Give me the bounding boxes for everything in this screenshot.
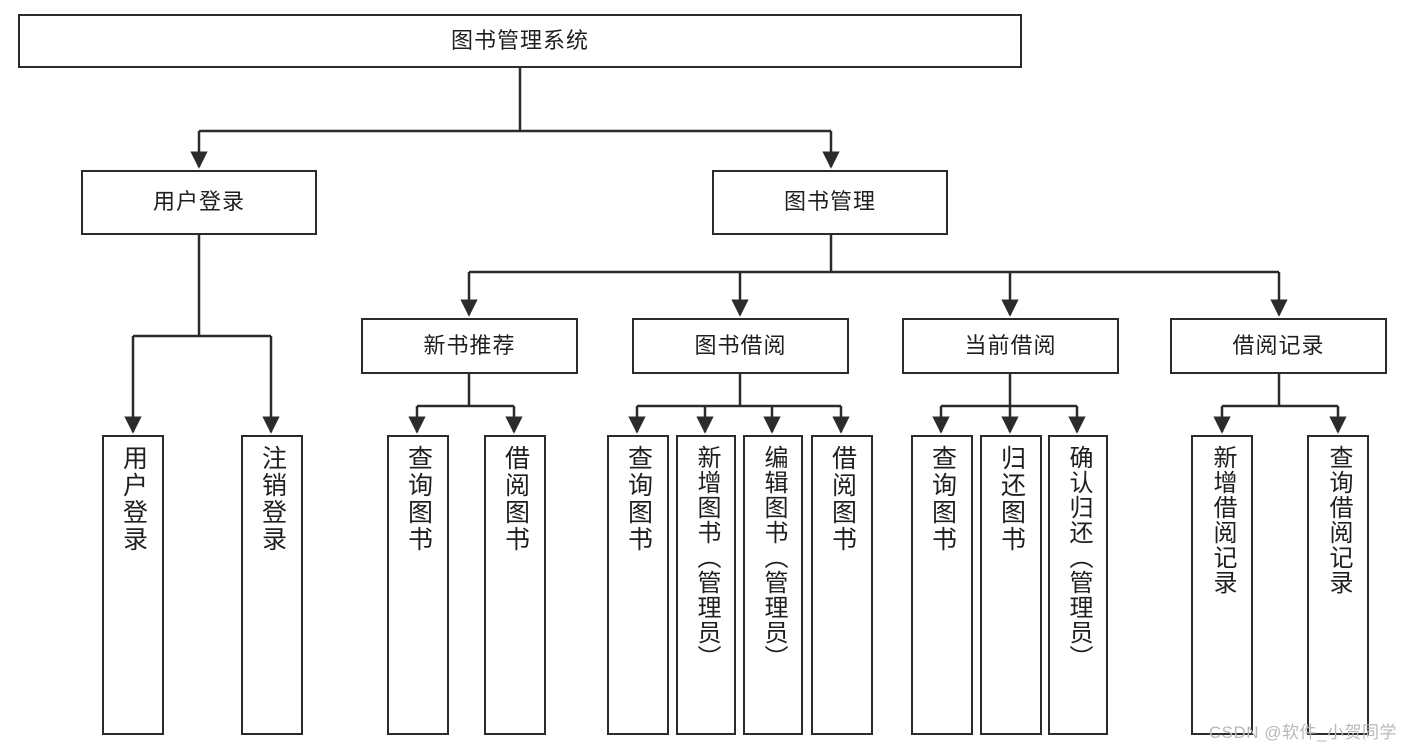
node-book-borrow-label: 图书借阅 — [694, 332, 787, 358]
leaf-user-login-label: 用户登录 — [119, 445, 148, 553]
node-borrow-record[interactable]: 借阅记录 — [1170, 318, 1387, 374]
node-book-borrow[interactable]: 图书借阅 — [632, 318, 849, 374]
leaf-edit-book-admin-label: 编辑图书（管理员） — [760, 445, 787, 670]
leaf-borrow-book-borrow-label: 借阅图书 — [828, 445, 857, 553]
leaf-query-book-current[interactable]: 查询图书 — [911, 435, 973, 735]
node-root-label: 图书管理系统 — [450, 27, 589, 53]
leaf-borrow-book-recommend-label: 借阅图书 — [501, 445, 530, 553]
leaf-query-borrow-record-label: 查询借阅记录 — [1325, 445, 1352, 595]
leaf-query-book-current-label: 查询图书 — [928, 445, 957, 553]
node-new-book-recommend-label: 新书推荐 — [423, 332, 516, 358]
leaf-query-book-recommend[interactable]: 查询图书 — [387, 435, 449, 735]
node-new-book-recommend[interactable]: 新书推荐 — [361, 318, 578, 374]
leaf-query-book-borrow-label: 查询图书 — [624, 445, 653, 553]
node-user-login-label: 用户登录 — [152, 189, 245, 215]
node-book-management[interactable]: 图书管理 — [712, 170, 948, 235]
leaf-query-borrow-record[interactable]: 查询借阅记录 — [1307, 435, 1369, 735]
leaf-edit-book-admin[interactable]: 编辑图书（管理员） — [743, 435, 803, 735]
node-current-borrow-label: 当前借阅 — [964, 332, 1057, 358]
leaf-user-login[interactable]: 用户登录 — [102, 435, 164, 735]
leaf-add-borrow-record[interactable]: 新增借阅记录 — [1191, 435, 1253, 735]
leaf-return-book-label: 归还图书 — [997, 445, 1026, 553]
node-root[interactable]: 图书管理系统 — [18, 14, 1022, 68]
leaf-query-book-recommend-label: 查询图书 — [404, 445, 433, 553]
leaf-logout-label: 注销登录 — [258, 445, 287, 553]
leaf-query-book-borrow[interactable]: 查询图书 — [607, 435, 669, 735]
node-book-management-label: 图书管理 — [783, 189, 876, 215]
leaf-confirm-return-admin-label: 确认归还（管理员） — [1065, 445, 1092, 670]
leaf-logout[interactable]: 注销登录 — [241, 435, 303, 735]
leaf-add-book-admin-label: 新增图书（管理员） — [693, 445, 720, 670]
node-borrow-record-label: 借阅记录 — [1232, 332, 1325, 358]
leaf-return-book[interactable]: 归还图书 — [980, 435, 1042, 735]
leaf-confirm-return-admin[interactable]: 确认归还（管理员） — [1048, 435, 1108, 735]
leaf-borrow-book-recommend[interactable]: 借阅图书 — [484, 435, 546, 735]
csdn-watermark: CSDN @软件_小贺同学 — [1208, 723, 1397, 742]
leaf-borrow-book-borrow[interactable]: 借阅图书 — [811, 435, 873, 735]
leaf-add-borrow-record-label: 新增借阅记录 — [1209, 445, 1236, 595]
node-user-login[interactable]: 用户登录 — [81, 170, 317, 235]
node-current-borrow[interactable]: 当前借阅 — [902, 318, 1119, 374]
leaf-add-book-admin[interactable]: 新增图书（管理员） — [676, 435, 736, 735]
